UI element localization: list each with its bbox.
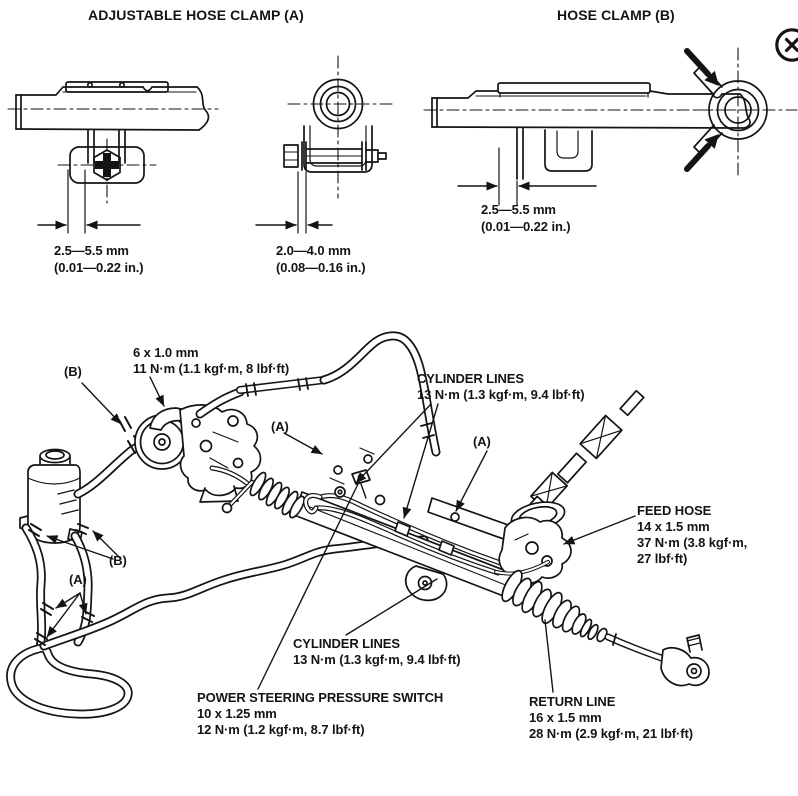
callout-clamp-a-reservoir: (A) <box>69 572 87 587</box>
clamp-marks <box>28 416 132 646</box>
feed-hose <box>195 331 441 457</box>
callout-clamp-b-reservoir: (B) <box>109 553 127 568</box>
clamp-a-end-dimension: 2.0—4.0 mm (0.08—0.16 in.) <box>276 243 366 275</box>
callout-cylinder-lines-upper: CYLINDER LINES 13 N·m (1.3 kgf·m, 9.4 lb… <box>417 371 585 402</box>
callout-pressure-switch: POWER STEERING PRESSURE SWITCH 10 x 1.25… <box>197 690 444 737</box>
clamp-a-side-dimension: 2.5—5.5 mm (0.01—0.22 in.) <box>54 243 144 275</box>
right-bellows <box>501 569 587 635</box>
callout-clamp-a-right: (A) <box>473 434 491 449</box>
callout-clamp-a-mid: (A) <box>271 419 289 434</box>
left-bellows <box>249 471 306 519</box>
clamp-b-side-dimension: 2.5—5.5 mm (0.01—0.22 in.) <box>481 202 571 234</box>
callout-clamp-b-pump: (B) <box>64 364 82 379</box>
clamp-a-end-view <box>255 55 393 234</box>
close-icon[interactable] <box>775 28 798 62</box>
press-here-arrows <box>684 48 719 172</box>
clamp-b-title: HOSE CLAMP (B) <box>557 7 675 23</box>
callout-feed-hose: FEED HOSE 14 x 1.5 mm 37 N·m (3.8 kgf·m,… <box>637 503 748 566</box>
steering-rack <box>209 389 710 687</box>
power-steering-pump <box>134 404 262 503</box>
callout-cylinder-lines-lower: CYLINDER LINES 13 N·m (1.3 kgf·m, 9.4 lb… <box>293 636 461 667</box>
tie-rod-end <box>604 633 710 687</box>
pressure-switch <box>351 469 371 499</box>
clamp-a-side-view <box>7 81 219 234</box>
steering-column <box>525 389 645 519</box>
hoses <box>6 435 429 719</box>
callout-return-line: RETURN LINE 16 x 1.5 mm 28 N·m (2.9 kgf·… <box>529 694 693 741</box>
clamp-b-side-view <box>423 82 763 206</box>
clamp-a-title: ADJUSTABLE HOSE CLAMP (A) <box>88 7 304 23</box>
callout-pump-bolt: 6 x 1.0 mm 11 N·m (1.1 kgf·m, 8 lbf·ft) <box>133 345 290 376</box>
clamp-b-end-view <box>684 47 798 177</box>
callout-leaders <box>46 376 636 693</box>
